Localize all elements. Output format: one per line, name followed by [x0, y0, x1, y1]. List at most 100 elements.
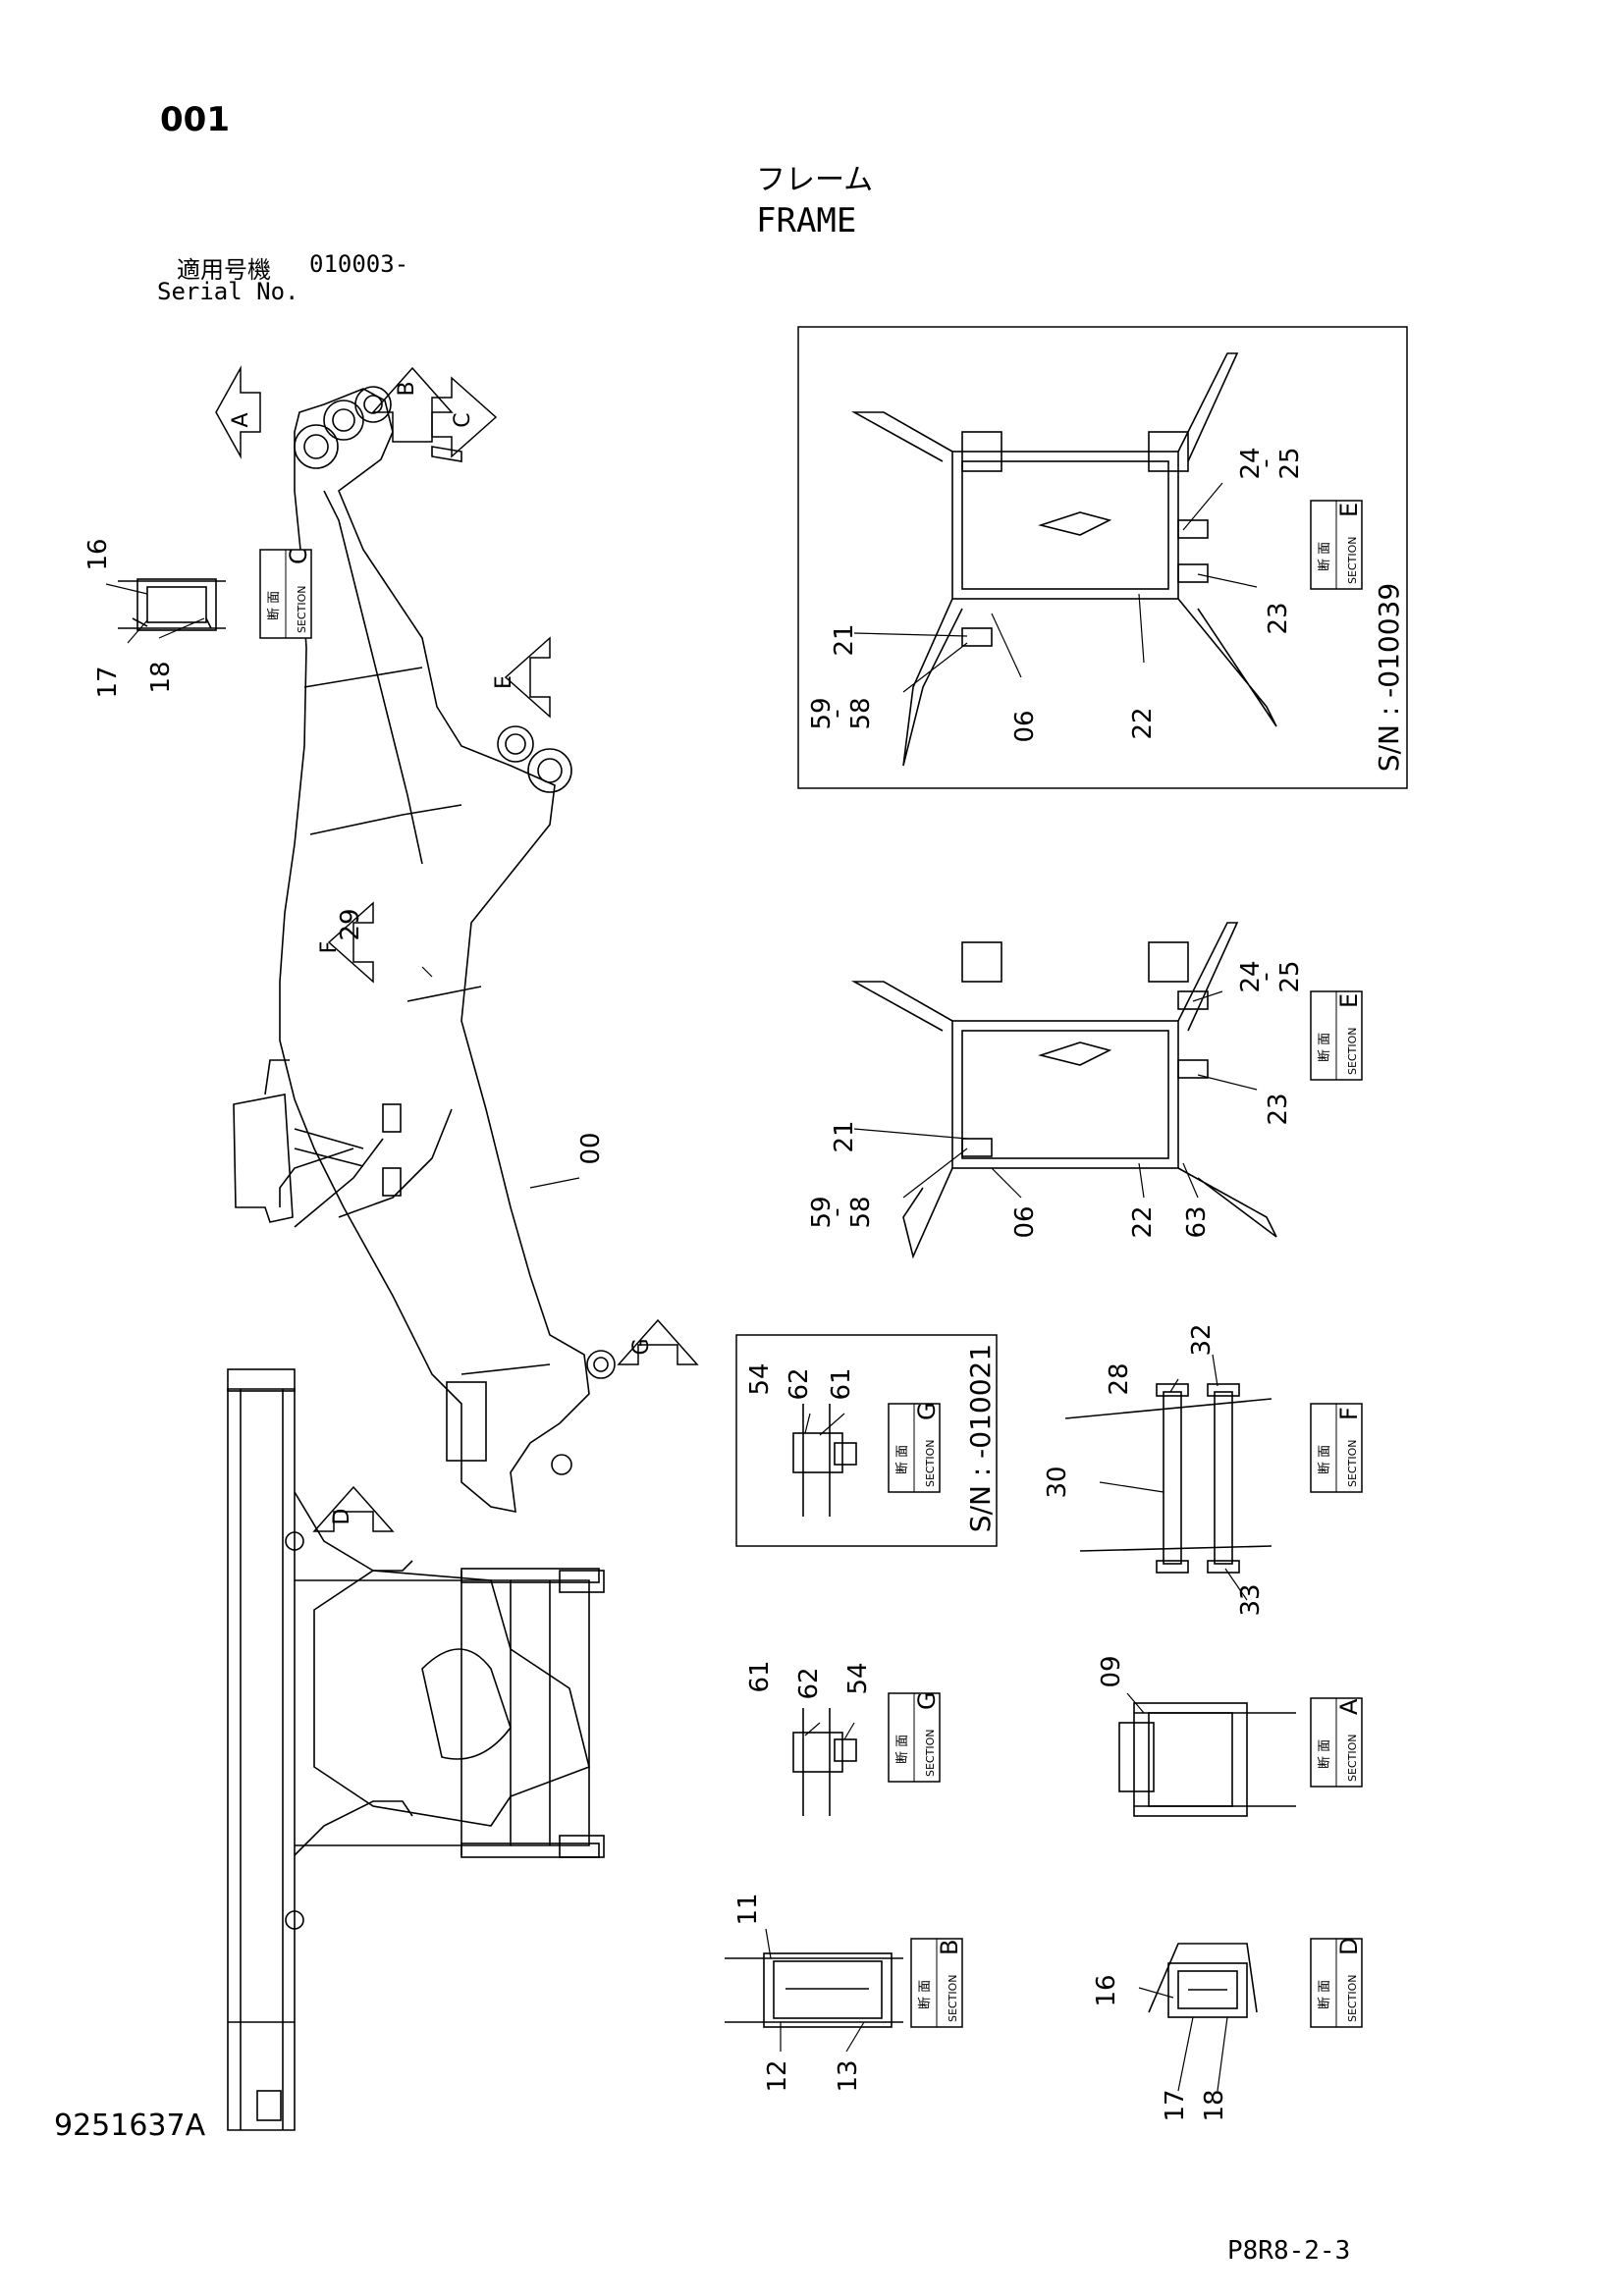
- page-code: P8R8-2-3: [1227, 2236, 1351, 2266]
- callout-e1-24: 24: [1236, 447, 1266, 479]
- svg-text:E: E: [1335, 993, 1363, 1008]
- callout-d-17: 17: [1161, 2089, 1190, 2121]
- serial-note-e1: S/N : -010039: [1373, 583, 1405, 772]
- callout-e1-58: 58: [846, 697, 876, 729]
- section-g1-drawing: [792, 1404, 857, 1517]
- callout-f-33: 33: [1236, 1583, 1266, 1616]
- callout-e2-63: 63: [1182, 1205, 1212, 1238]
- title-english: FRAME: [756, 201, 857, 240]
- svg-text:SECTION: SECTION: [947, 1975, 959, 2022]
- callout-e1-23: 23: [1264, 602, 1293, 634]
- leader-lines: [105, 482, 1258, 2092]
- svg-text:断 面: 断 面: [1318, 1445, 1332, 1474]
- section-tag-a: 断 面 SECTION A: [1310, 1697, 1363, 1788]
- svg-text:断 面: 断 面: [1318, 542, 1332, 571]
- section-a-drawing: [1118, 1702, 1296, 1817]
- section-tag-g1: 断 面 SECTION G: [888, 1402, 941, 1493]
- section-g1-frame-box: [735, 1334, 998, 1547]
- boom-pin-holes: [294, 386, 616, 1475]
- callout-e1-59: 59: [807, 697, 837, 729]
- serial-label-english: Serial No.: [157, 278, 299, 305]
- callout-e1-22: 22: [1128, 707, 1158, 739]
- svg-text:断 面: 断 面: [895, 1735, 910, 1764]
- svg-text:C: C: [285, 548, 312, 564]
- section-f-drawing: [1064, 1383, 1272, 1574]
- callout-c-18: 18: [146, 661, 176, 693]
- svg-text:E: E: [1335, 503, 1363, 517]
- callout-c-16: 16: [83, 538, 113, 570]
- section-tag-e2: 断 面 SECTION E: [1310, 990, 1363, 1081]
- svg-text:A: A: [1335, 1698, 1363, 1715]
- drawing-number: 9251637A: [54, 2109, 206, 2143]
- callout-d-16: 16: [1092, 1974, 1121, 2006]
- callout-e2-dash-b: -: [822, 1207, 851, 1216]
- callout-b-12: 12: [763, 2059, 792, 2092]
- view-arrows: [215, 365, 699, 1532]
- svg-text:SECTION: SECTION: [296, 586, 308, 633]
- callout-e2-06: 06: [1010, 1205, 1040, 1238]
- callout-g2-62: 62: [794, 1667, 824, 1699]
- callout-f-28: 28: [1105, 1362, 1134, 1395]
- section-tag-b: 断 面 SECTION B: [910, 1938, 963, 2028]
- callout-e2-58: 58: [846, 1196, 876, 1228]
- svg-text:SECTION: SECTION: [1346, 1975, 1359, 2022]
- page-number: 001: [160, 100, 230, 139]
- callout-f-30: 30: [1043, 1466, 1072, 1498]
- svg-text:D: D: [1335, 1938, 1363, 1955]
- svg-text:断 面: 断 面: [1318, 1980, 1332, 2009]
- section-e1-drawing: [850, 352, 1277, 767]
- callout-e2-24: 24: [1236, 960, 1266, 992]
- callout-g1-61: 61: [827, 1367, 856, 1400]
- section-tag-d: 断 面 SECTION D: [1310, 1938, 1363, 2028]
- section-c-drawing: [118, 578, 226, 631]
- svg-text:G: G: [913, 1691, 941, 1710]
- boom-frame: [279, 388, 590, 1514]
- svg-text:B: B: [936, 1940, 963, 1955]
- section-e1-frame-box: [797, 326, 1408, 789]
- section-b-drawing: [725, 1952, 903, 2028]
- view-arrow-b: B: [395, 381, 419, 396]
- callout-g1-62: 62: [785, 1367, 814, 1400]
- callout-e2-25: 25: [1275, 960, 1305, 992]
- boom-foot-bracket: [233, 1059, 487, 1462]
- callout-e1-25: 25: [1275, 447, 1305, 479]
- callout-e2-59: 59: [807, 1196, 837, 1228]
- view-arrow-a: A: [229, 412, 253, 427]
- svg-text:G: G: [913, 1402, 941, 1420]
- callout-g2-54: 54: [843, 1662, 873, 1694]
- section-tag-g2: 断 面 SECTION G: [888, 1691, 941, 1783]
- section-e2-drawing: [850, 922, 1277, 1259]
- svg-text:F: F: [1335, 1407, 1363, 1420]
- callout-e2-23: 23: [1264, 1093, 1293, 1125]
- callout-d-18: 18: [1200, 2089, 1229, 2121]
- callout-e2-dash-a: -: [1251, 972, 1280, 981]
- part-label-bracket: 29: [336, 908, 365, 940]
- section-tag-e1: 断 面 SECTION E: [1310, 500, 1363, 590]
- callout-g1-54: 54: [745, 1362, 775, 1395]
- section-d-drawing: [1148, 1943, 1258, 2018]
- svg-text:SECTION: SECTION: [1346, 1028, 1359, 1075]
- serial-label-japanese: 適用号機: [177, 256, 271, 284]
- callout-e1-06: 06: [1010, 710, 1040, 742]
- svg-text:SECTION: SECTION: [1346, 1440, 1359, 1487]
- svg-text:SECTION: SECTION: [1346, 537, 1359, 584]
- svg-text:SECTION: SECTION: [924, 1440, 937, 1487]
- section-tag-c: 断 面 SECTION C: [259, 548, 312, 639]
- svg-text:SECTION: SECTION: [1346, 1735, 1359, 1782]
- view-arrow-f: F: [317, 941, 342, 954]
- callout-e1-21: 21: [830, 623, 859, 656]
- view-arrow-c: C: [451, 412, 475, 427]
- callout-b-13: 13: [834, 2059, 863, 2092]
- callout-b-11: 11: [733, 1893, 763, 1925]
- callout-e2-21: 21: [830, 1120, 859, 1152]
- part-label-frame: 00: [576, 1132, 606, 1164]
- section-g2-drawing: [792, 1708, 857, 1816]
- svg-text:断 面: 断 面: [918, 1980, 933, 2009]
- section-tag-f: 断 面 SECTION F: [1310, 1403, 1363, 1493]
- view-arrow-d: D: [330, 1509, 354, 1525]
- view-arrow-e: E: [492, 675, 516, 689]
- callout-f-32: 32: [1187, 1323, 1217, 1356]
- callout-e2-22: 22: [1128, 1205, 1158, 1238]
- svg-text:断 面: 断 面: [267, 591, 282, 620]
